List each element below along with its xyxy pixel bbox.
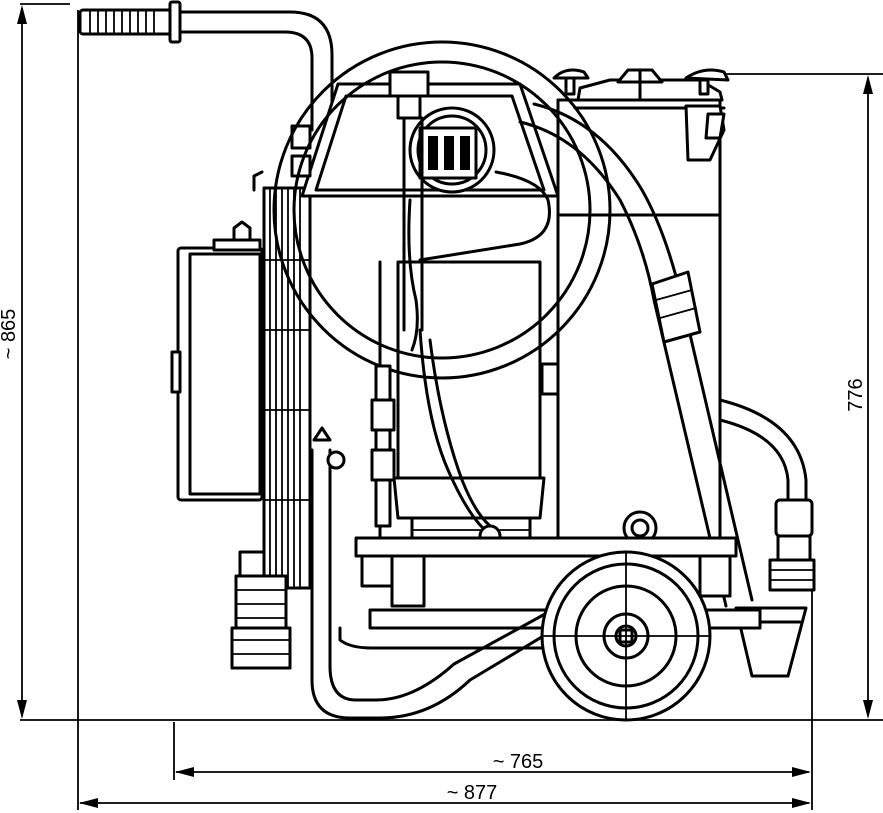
return-hose [718, 398, 816, 592]
dimension-height-frame: 776 [720, 73, 883, 719]
dimension-height-total: ~ 865 [0, 3, 883, 721]
width-765-label: ~ 765 [493, 751, 544, 773]
vertical-pipe [402, 116, 551, 548]
tank-lid-center [616, 68, 664, 102]
gauge [388, 70, 496, 194]
width-877-label: ~ 877 [447, 782, 498, 804]
handle [78, 0, 334, 132]
hose-loop [272, 40, 612, 380]
tank-lid-knob-right [684, 68, 730, 96]
suction-hose [518, 102, 754, 608]
height-865-label: ~ 865 [0, 309, 20, 360]
motor-housing [170, 220, 264, 502]
dimension-width-wheelbase: ~ 765 [173, 580, 813, 810]
wheel [540, 550, 712, 722]
tank-lid-knob-left [552, 68, 590, 96]
pump-connector [230, 550, 292, 670]
center-body [378, 260, 560, 552]
dimension-width-total: ~ 877 [77, 10, 811, 810]
height-776-label: 776 [845, 378, 867, 411]
left-valve-stack [370, 364, 396, 528]
lid-clamp [684, 104, 726, 162]
